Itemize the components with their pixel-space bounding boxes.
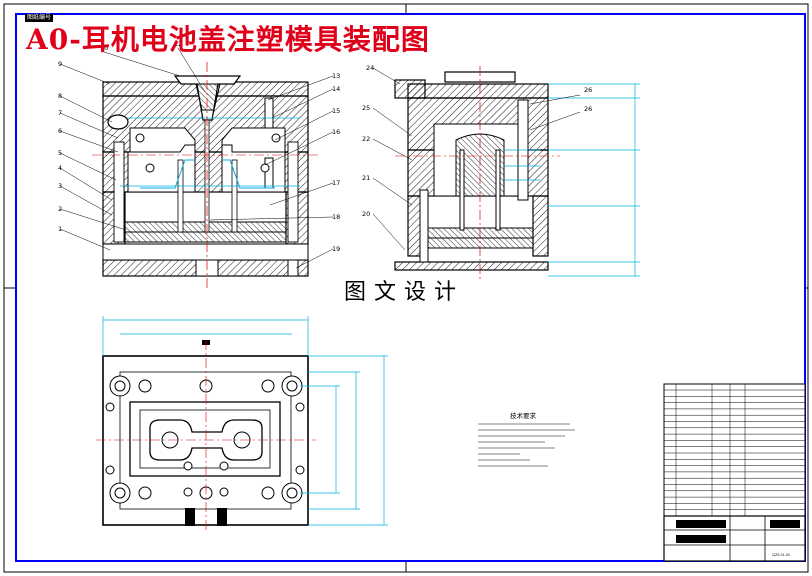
tech-req-title: 技术要求 — [510, 411, 537, 420]
part-number-label: 9 — [58, 60, 62, 68]
part-number-label: 15 — [332, 107, 340, 115]
plan-view — [96, 316, 388, 530]
part-number-labels-right: 24 25 22 21 20 26 26 — [362, 64, 592, 218]
side-section-view — [372, 66, 640, 280]
part-number-label: 20 — [362, 210, 370, 218]
title-block — [663, 383, 806, 562]
part-number-label: 19 — [332, 245, 340, 253]
part-number-label: 25 — [362, 104, 370, 112]
part-number-label: 2 — [58, 205, 62, 213]
part-number-label: 24 — [366, 64, 374, 72]
part-number-label: 8 — [58, 92, 62, 100]
part-number-labels-mid: 13 14 15 16 17 18 19 — [332, 72, 340, 253]
part-number-label: 21 — [362, 174, 370, 182]
part-number-label: 13 — [332, 72, 340, 80]
part-number-label: 18 — [332, 213, 340, 221]
part-number-label: 26 — [584, 86, 592, 94]
part-number-label: 3 — [58, 182, 62, 190]
part-number-label: 22 — [362, 135, 370, 143]
part-number-label: 10 — [100, 44, 108, 52]
part-number-label: 26 — [584, 105, 592, 113]
drawing-number: CJZS-01-00 — [772, 553, 790, 557]
part-number-label: 4 — [58, 164, 62, 172]
part-number-label: 16 — [332, 128, 340, 136]
drawing-title: A0-耳机电池盖注塑模具装配图 — [26, 23, 430, 56]
part-number-label: 5 — [58, 149, 62, 157]
part-number-label: 14 — [332, 85, 340, 93]
part-number-label: 12 — [174, 40, 182, 48]
part-number-labels-left: 9 10 12 8 7 6 5 4 3 2 1 — [58, 40, 182, 233]
drawing-stamp: 图纸编号 — [25, 14, 54, 22]
front-section-view — [59, 47, 334, 290]
part-number-label: 7 — [58, 109, 62, 117]
part-number-label: 17 — [332, 179, 340, 187]
part-number-label: 6 — [58, 127, 62, 135]
part-number-label: 1 — [58, 225, 62, 233]
drawing-subtitle: 图文设计 — [340, 274, 469, 306]
technical-requirements — [478, 423, 575, 467]
